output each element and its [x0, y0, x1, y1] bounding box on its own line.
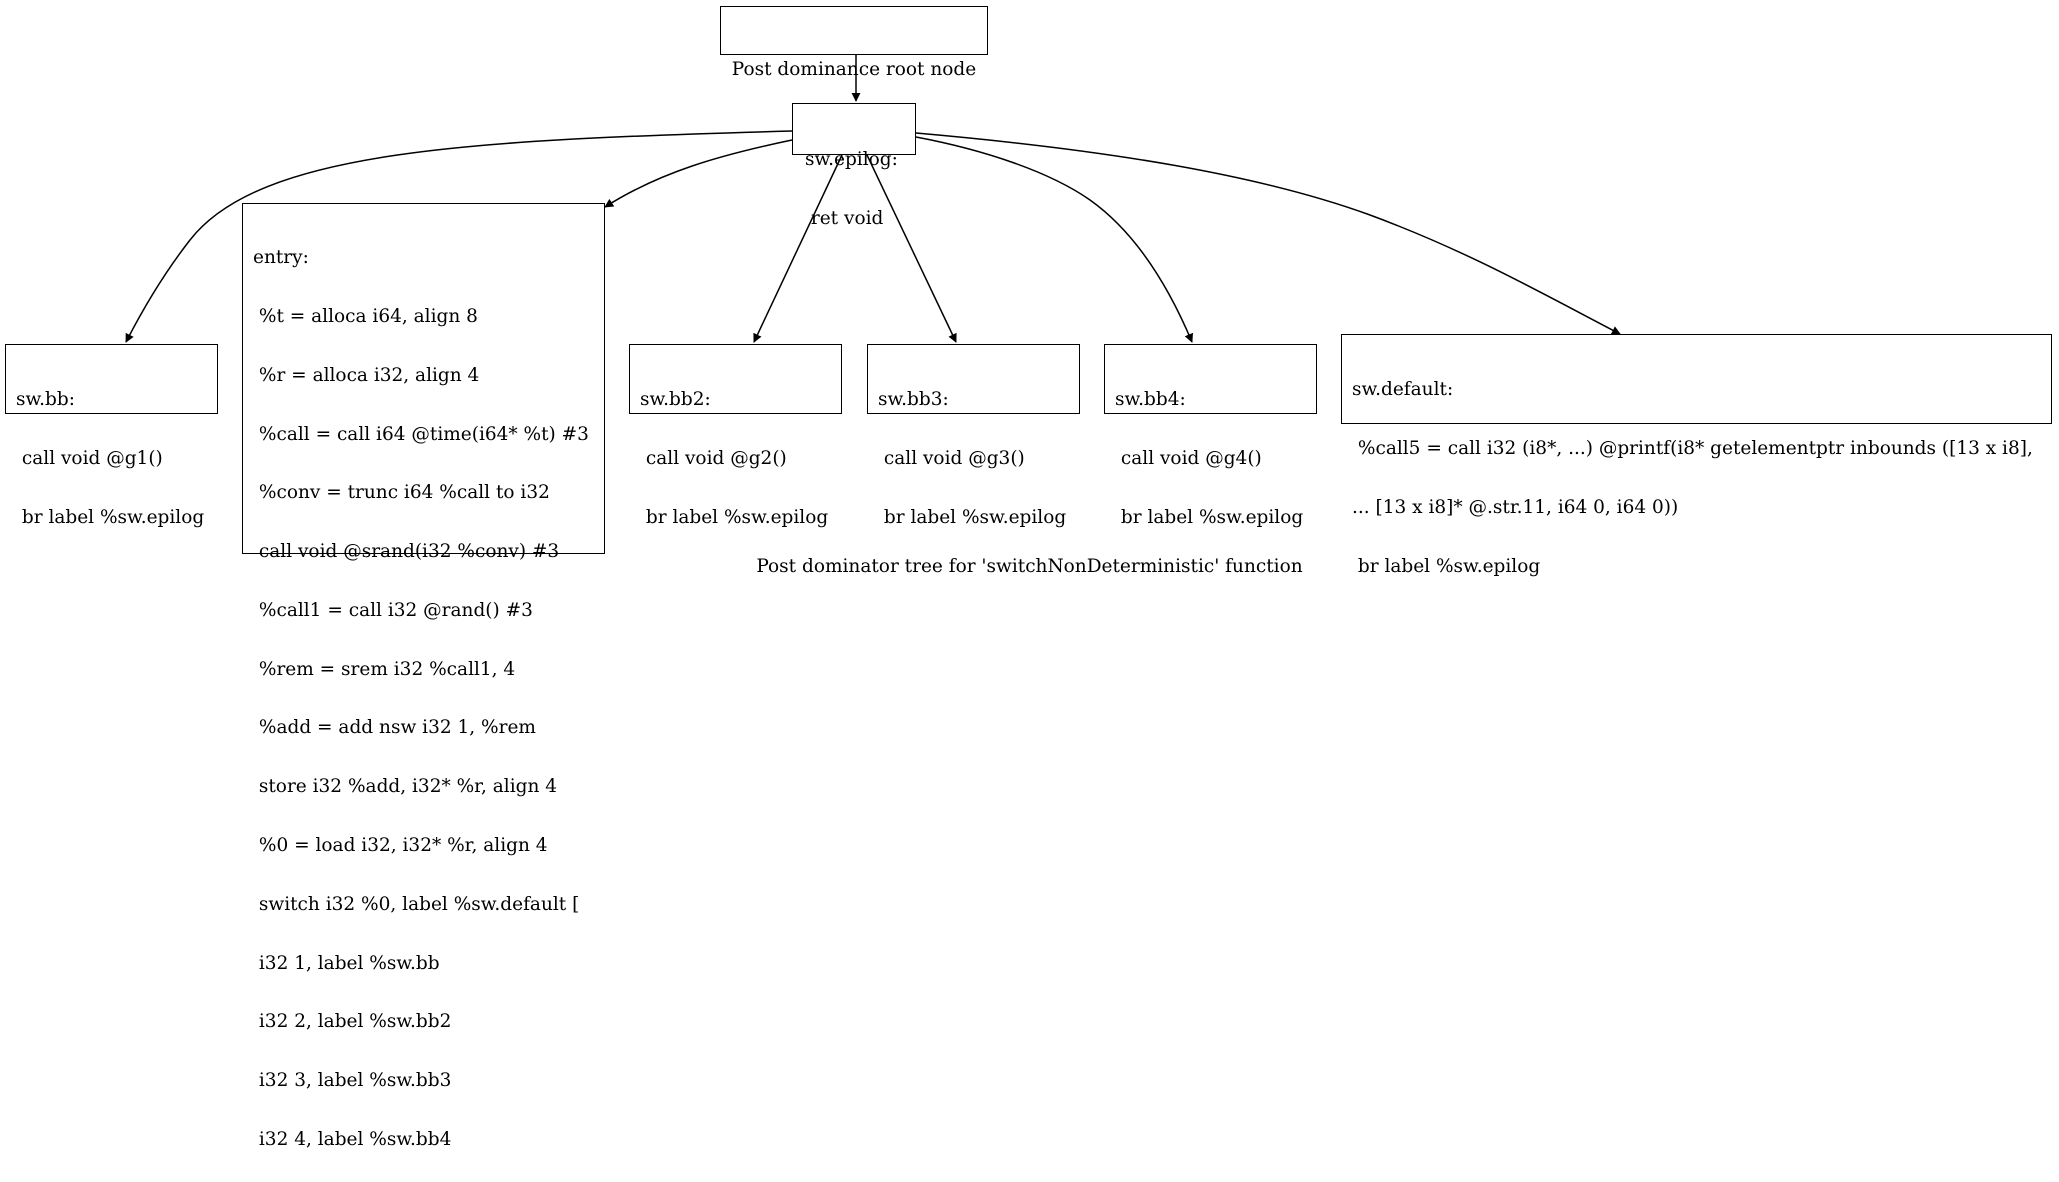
node-entry-line: i32 1, label %sw.bb — [253, 952, 440, 974]
node-epilog-line: ret void — [805, 207, 884, 229]
edge-epilog-to-bb4 — [915, 136, 1194, 343]
node-sw-epilog: sw.epilog: ret void — [792, 103, 916, 228]
node-bb-line: sw.bb: — [16, 389, 75, 411]
node-entry-line: store i32 %add, i32* %r, align 4 — [253, 776, 558, 798]
node-bb2-line: sw.bb2: — [640, 389, 711, 411]
node-bb4-line: br label %sw.epilog — [1115, 506, 1304, 528]
node-bb3-line: call void @g3() — [878, 447, 1025, 469]
node-entry-line: switch i32 %0, label %sw.default [ — [253, 893, 580, 915]
node-default-line: %call5 = call i32 (i8*, ...) @printf(i8*… — [1352, 437, 2033, 459]
node-post-dominance-root: Post dominance root node — [720, 6, 988, 79]
node-root-line: Post dominance root node — [731, 59, 977, 81]
node-bb2-line: br label %sw.epilog — [640, 506, 829, 528]
node-default-line: ... [13 x i8]* @.str.11, i64 0, i64 0)) — [1352, 496, 1679, 518]
node-entry: entry: %t = alloca i64, align 8 %r = all… — [242, 203, 605, 1149]
edge-epilog-to-bb2 — [753, 154, 843, 343]
node-entry-line: i32 3, label %sw.bb3 — [253, 1070, 452, 1092]
node-sw-bb3: sw.bb3: call void @g3() br label %sw.epi… — [867, 344, 1080, 527]
node-entry-line: call void @srand(i32 %conv) #3 — [253, 541, 560, 563]
node-bb3-line: br label %sw.epilog — [878, 506, 1067, 528]
node-epilog-line: sw.epilog: — [805, 149, 898, 171]
node-entry-line: %call1 = call i32 @rand() #3 — [253, 599, 533, 621]
node-default-line: sw.default: — [1352, 379, 1454, 401]
node-entry-line: %0 = load i32, i32* %r, align 4 — [253, 835, 548, 856]
node-entry-line: %t = alloca i64, align 8 — [253, 305, 478, 327]
node-entry-line: %rem = srem i32 %call1, 4 — [253, 658, 516, 680]
node-sw-default: sw.default: %call5 = call i32 (i8*, ...)… — [1341, 334, 2052, 576]
node-entry-line: i32 2, label %sw.bb2 — [253, 1011, 452, 1033]
node-sw-bb: sw.bb: call void @g1() br label %sw.epil… — [5, 344, 218, 527]
edges-layer — [125, 55, 1621, 343]
node-bb3-line: sw.bb3: — [878, 389, 949, 411]
node-sw-bb4: sw.bb4: call void @g4() br label %sw.epi… — [1104, 344, 1317, 527]
node-sw-bb2: sw.bb2: call void @g2() br label %sw.epi… — [629, 344, 842, 527]
node-entry-line: %r = alloca i32, align 4 — [253, 364, 480, 386]
edge-epilog-to-entry — [604, 139, 793, 208]
node-bb4-line: call void @g4() — [1115, 447, 1262, 469]
diagram-caption: Post dominator tree for 'switchNonDeterm… — [756, 556, 1303, 577]
node-default-line: br label %sw.epilog — [1352, 555, 1541, 577]
edge-epilog-to-bb — [125, 130, 793, 343]
edge-epilog-to-bb3 — [866, 154, 957, 343]
node-bb4-line: sw.bb4: — [1115, 389, 1186, 411]
node-entry-line: %call = call i64 @time(i64* %t) #3 — [253, 423, 589, 445]
node-entry-line: %add = add nsw i32 1, %rem — [253, 717, 536, 739]
node-entry-line: i32 4, label %sw.bb4 — [253, 1128, 452, 1150]
node-entry-line: entry: — [253, 247, 309, 269]
node-entry-line: %conv = trunc i64 %call to i32 — [253, 482, 550, 504]
node-bb2-line: call void @g2() — [640, 447, 787, 469]
node-bb-line: br label %sw.epilog — [16, 506, 205, 528]
node-bb-line: call void @g1() — [16, 447, 163, 469]
edge-epilog-to-default — [915, 132, 1621, 335]
